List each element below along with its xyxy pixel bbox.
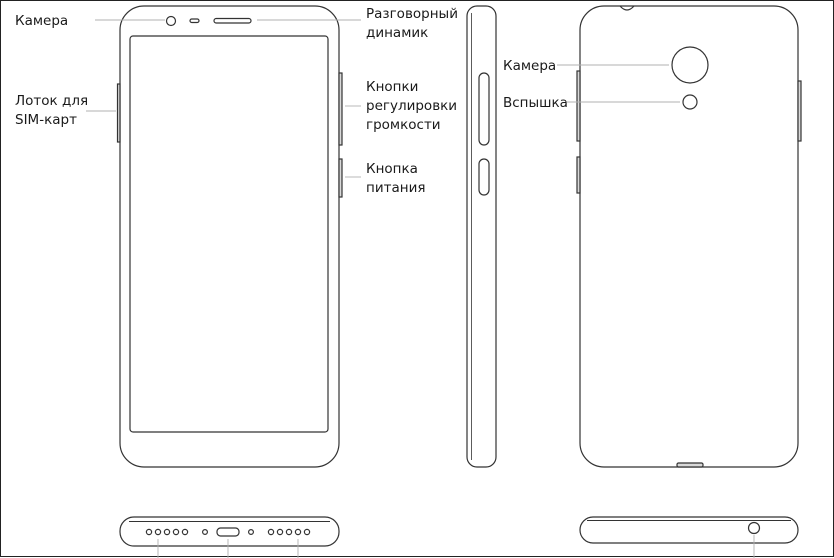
front-sensor <box>189 18 200 24</box>
back-power-button <box>576 156 581 194</box>
front-body <box>119 5 340 468</box>
screw-hole <box>248 528 255 535</box>
label-front-camera: Камера <box>15 13 68 29</box>
microphone-hole <box>202 528 209 535</box>
label-volume-3: громкости <box>366 117 441 133</box>
top-edge-body <box>579 516 799 544</box>
top-edge-view <box>579 516 799 544</box>
back-view <box>576 5 802 468</box>
side-volume-button <box>478 72 490 146</box>
headphone-jack-icon <box>747 521 761 535</box>
label-flash: Вспышка <box>503 95 568 111</box>
label-earpiece-1: Разговорный <box>366 6 458 22</box>
speaker-hole <box>154 528 162 536</box>
back-volume-button <box>576 70 581 142</box>
label-sim-tray-2: SIM-карт <box>15 112 77 128</box>
bottom-edge-body <box>119 516 340 547</box>
volume-button-front <box>338 72 343 146</box>
back-bottom-bar <box>676 462 704 468</box>
speaker-hole <box>285 528 293 536</box>
bottom-edge-view <box>119 516 340 547</box>
side-view <box>466 5 497 468</box>
label-power-2: питания <box>366 180 425 196</box>
speaker-hole <box>181 528 189 536</box>
power-button-front <box>338 158 343 198</box>
speaker-hole <box>163 528 171 536</box>
label-volume-2: регулировки <box>366 98 457 114</box>
back-sim-tray <box>797 80 802 142</box>
front-camera-icon <box>165 15 177 27</box>
label-power-1: Кнопка <box>366 161 418 177</box>
rear-camera-icon <box>671 46 709 84</box>
label-rear-camera: Камера <box>503 58 556 74</box>
label-earpiece-2: динамик <box>366 25 428 41</box>
side-body <box>466 5 497 468</box>
front-screen <box>129 35 329 433</box>
bottom-leaders <box>157 539 299 558</box>
back-body <box>579 5 799 468</box>
speaker-hole <box>145 528 153 536</box>
speaker-hole <box>294 528 302 536</box>
speaker-hole <box>303 528 311 536</box>
side-power-button <box>478 158 490 196</box>
front-leaders <box>86 19 361 178</box>
sim-tray-slot <box>116 83 121 143</box>
speaker-hole <box>276 528 284 536</box>
usb-port <box>216 527 240 537</box>
speaker-hole <box>172 528 180 536</box>
back-leaders <box>557 64 680 103</box>
label-volume-1: Кнопки <box>366 79 418 95</box>
earpiece-speaker <box>213 17 252 24</box>
flash-icon <box>682 94 698 110</box>
speaker-hole <box>267 528 275 536</box>
front-view <box>116 5 343 468</box>
label-sim-tray-1: Лоток для <box>15 93 88 109</box>
back-top-notch <box>619 5 635 11</box>
